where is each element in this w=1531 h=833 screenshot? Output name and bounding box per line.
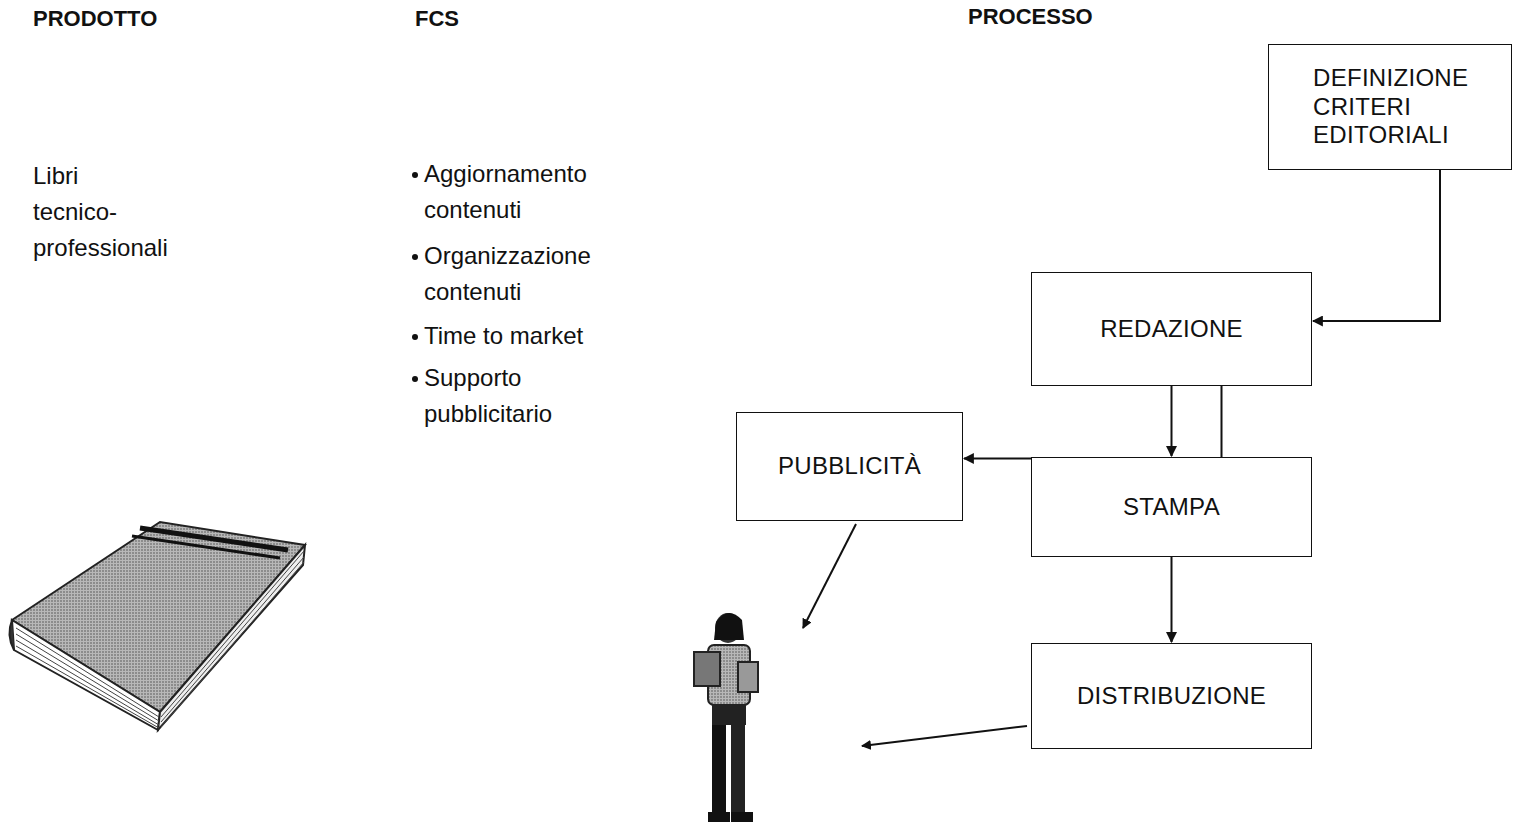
bullet-dot (412, 334, 418, 340)
leader-arrow (862, 726, 1027, 746)
process-box: STAMPA (1031, 457, 1312, 557)
flow-arrow (1171, 386, 1173, 456)
flow-arrow (1171, 557, 1173, 642)
success-factor: Organizzazione contenuti (412, 238, 629, 310)
label-text: Supporto pubblicitario (424, 364, 552, 427)
label-text: Time to market (424, 322, 583, 349)
box-label: STAMPA (1123, 493, 1220, 522)
process-box: PUBBLICITÀ (736, 412, 963, 521)
label-text: PRODOTTO (33, 6, 157, 31)
success-factor: Supporto pubblicitario (412, 360, 629, 432)
label-text: FCS (415, 6, 459, 31)
column-heading: PRODOTTO (33, 2, 157, 35)
box-label: DEFINIZIONE CRITERI EDITORIALI (1313, 64, 1468, 150)
process-box: DISTRIBUZIONE (1031, 643, 1312, 749)
box-label: DISTRIBUZIONE (1077, 682, 1266, 711)
box-label: PUBBLICITÀ (778, 452, 921, 481)
column-heading: FCS (415, 2, 459, 35)
process-box: DEFINIZIONE CRITERI EDITORIALI (1268, 44, 1512, 170)
success-factor: Time to market (412, 318, 629, 354)
success-factor: Aggiornamento contenuti (412, 156, 629, 228)
bullet-dot (412, 254, 418, 260)
label-text: Organizzazione contenuti (424, 242, 591, 305)
bullet-dot (412, 376, 418, 382)
label-text: Libri tecnico-professionali (33, 162, 168, 261)
label-text: Aggiornamento contenuti (424, 160, 587, 223)
column-heading: PROCESSO (968, 0, 1093, 33)
leader-arrow (803, 524, 856, 628)
bullet-dot (412, 172, 418, 178)
box-label: REDAZIONE (1100, 315, 1243, 344)
flow-arrow (964, 386, 1222, 459)
product-text: Libri tecnico-professionali (33, 158, 168, 266)
flow-arrow (1313, 170, 1440, 321)
process-box: REDAZIONE (1031, 272, 1312, 386)
label-text: PROCESSO (968, 4, 1093, 29)
book-illustration (9, 522, 305, 730)
reader-figure (694, 613, 758, 822)
